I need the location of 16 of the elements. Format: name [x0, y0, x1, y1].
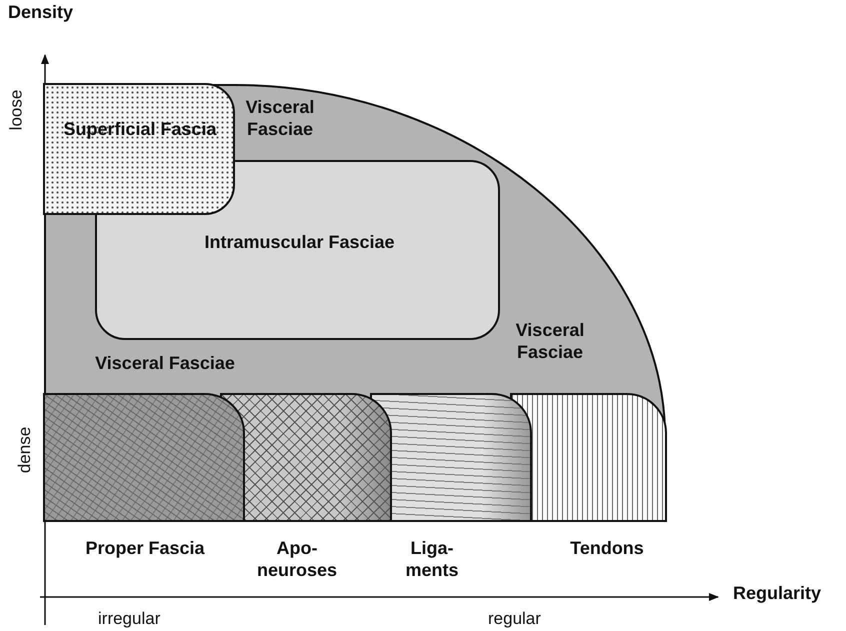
superficial-fascia-box	[43, 83, 235, 215]
region-label: Tendons	[569, 538, 645, 560]
region-label: Visceral Fasciae	[514, 320, 586, 364]
axis-label: regular	[488, 609, 541, 629]
region-label: Superficial Fascia	[62, 119, 218, 141]
region-label: Proper Fascia	[85, 538, 205, 560]
axis-label: dense	[15, 426, 36, 474]
region-label: Visceral Fasciae	[244, 97, 316, 140]
axis-label: irregular	[98, 609, 160, 629]
region-label: Liga- ments	[404, 538, 460, 582]
axis-label: Density	[8, 2, 74, 23]
axis-label: loose	[6, 90, 26, 130]
region-label: Apo- neuroses	[256, 538, 338, 582]
axis-label: Regularity	[733, 583, 822, 604]
region-label: Intramuscular Fasciae	[203, 232, 396, 254]
region-label: Visceral Fasciae	[94, 353, 236, 375]
